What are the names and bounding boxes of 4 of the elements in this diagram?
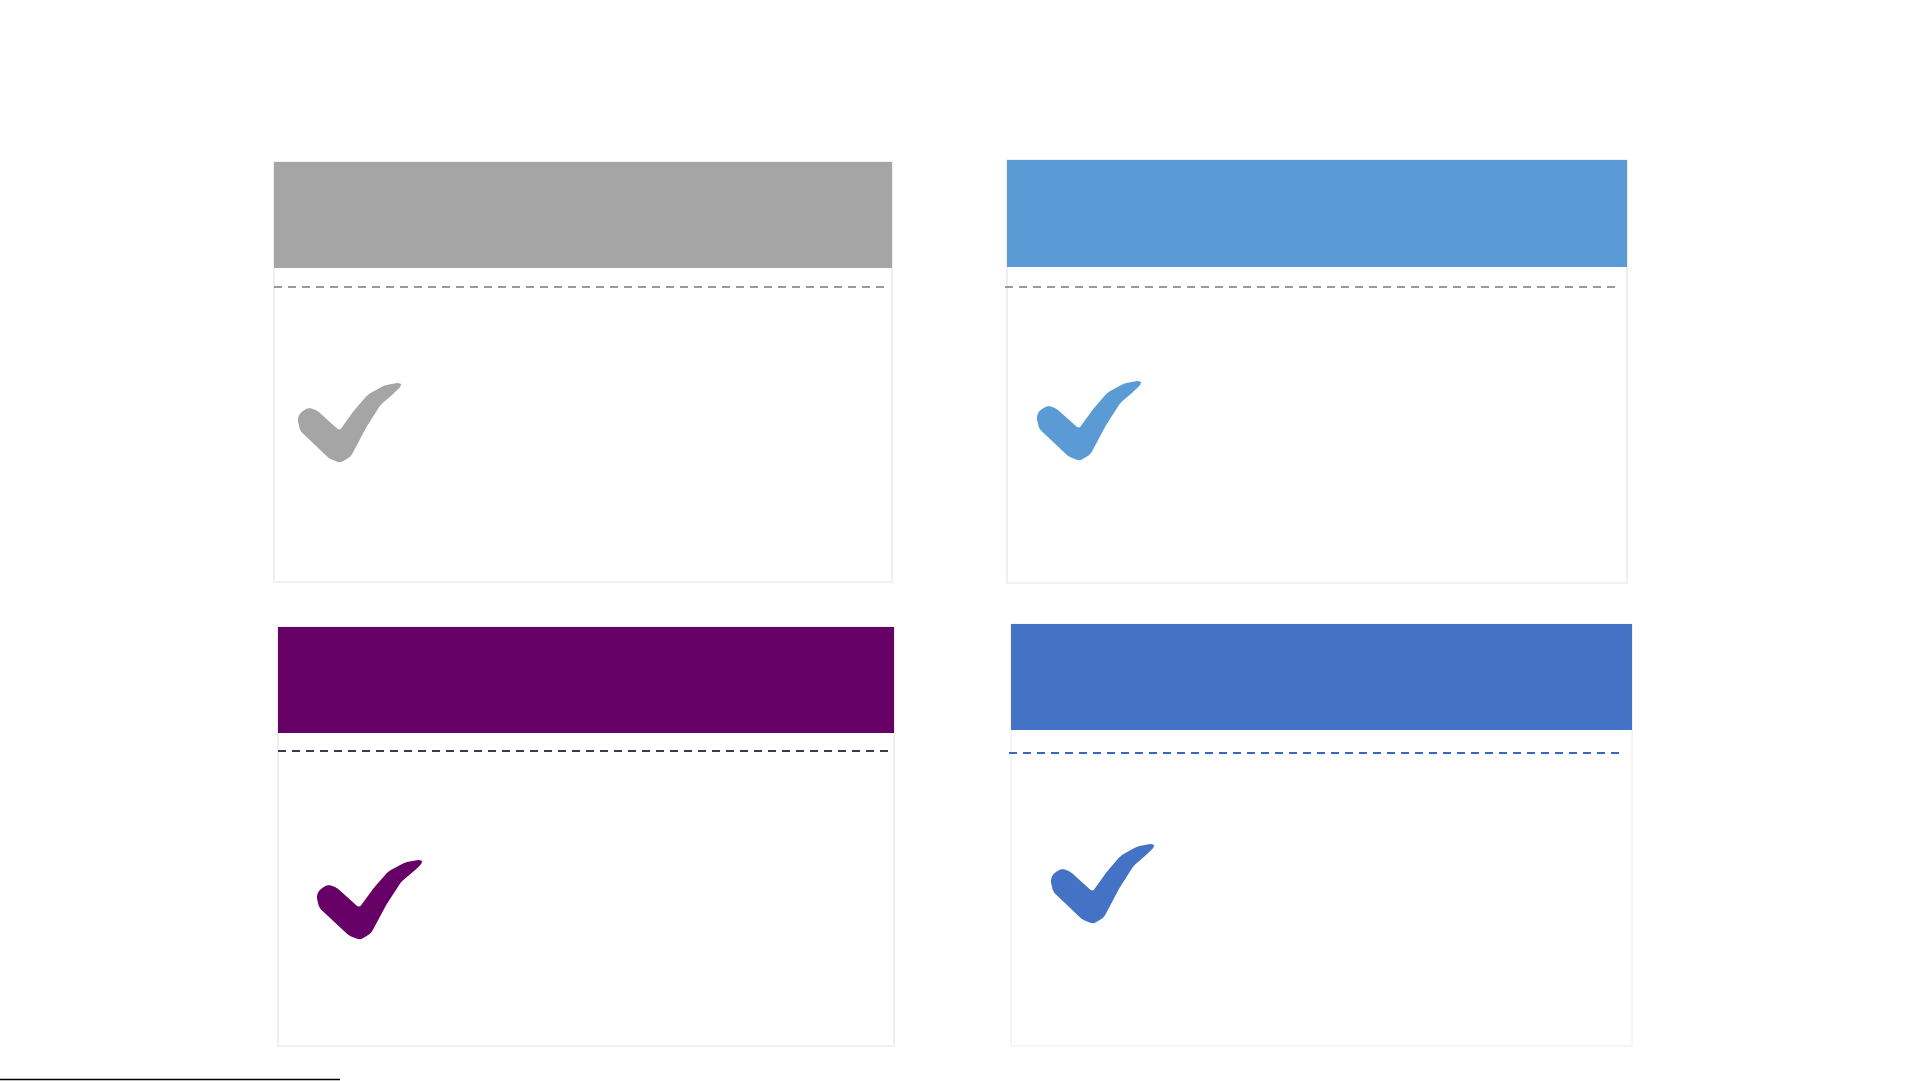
header-band [278,627,894,733]
header-band [1007,160,1628,267]
header-band [274,162,892,268]
header-band [1011,624,1632,730]
